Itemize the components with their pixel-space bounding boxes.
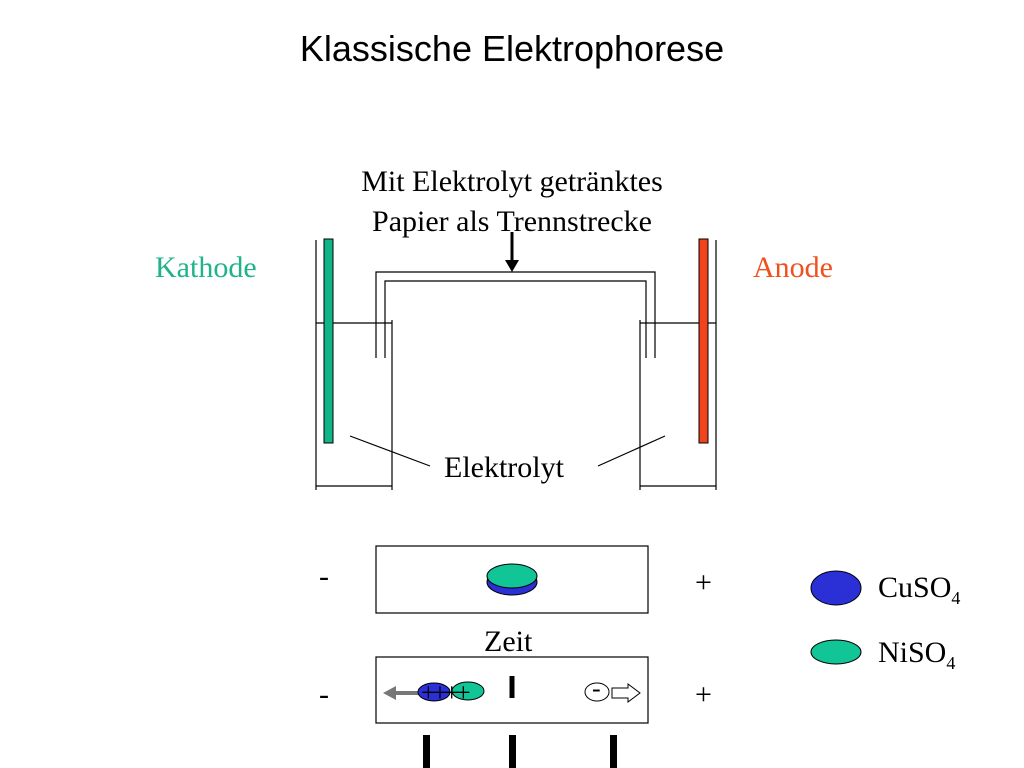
paper-label-line1: Mit Elektrolyt getränktes — [361, 165, 663, 198]
strip2-plus-sign: + — [695, 678, 712, 711]
anion-arrow-right — [611, 683, 641, 703]
electrolyte-label: Elektrolyt — [444, 451, 564, 484]
electrolyte-leader-left — [349, 435, 431, 467]
legend-cuso4-label: CuSO4 — [878, 571, 961, 608]
legend-niso4-swatch — [810, 639, 862, 665]
anode-electrode — [698, 238, 709, 444]
anode-label: Anode — [753, 251, 833, 284]
strip1-plus-sign: + — [695, 566, 712, 599]
legend-niso4-label: NiSO4 — [878, 636, 956, 673]
electrolyte-leader-right — [597, 435, 666, 467]
anion-charge: - — [592, 674, 601, 703]
cathode-label: Kathode — [155, 251, 257, 284]
ni-spot-separated — [451, 681, 485, 701]
legend-cuso4-swatch — [810, 570, 862, 606]
strip1-minus-sign: - — [319, 560, 329, 593]
time-label: Zeit — [484, 625, 533, 658]
bottom-bar-right — [610, 735, 617, 768]
cathode-electrode — [323, 238, 334, 444]
cation-charges: ++++ — [421, 678, 471, 707]
paper-pointer-arrow — [505, 232, 519, 272]
sulfate-spot-separated — [584, 682, 610, 702]
strip2-minus-sign: - — [319, 678, 329, 711]
bottom-bar-left — [423, 735, 430, 768]
paper-bridge — [375, 271, 656, 358]
cu-spot-separated — [417, 682, 451, 702]
paper-label-line2: Papier als Trennstrecke — [372, 205, 652, 238]
bottom-bar-center — [509, 735, 516, 768]
sample-spot-start — [486, 563, 538, 596]
page-title: Klassische Elektrophorese — [299, 28, 725, 69]
